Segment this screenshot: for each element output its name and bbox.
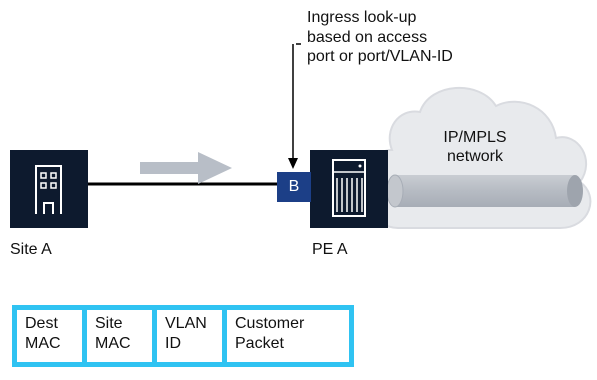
annotation-line-1: Ingress look-up bbox=[307, 9, 417, 26]
cloud-label-line-1: IP/MPLS bbox=[443, 129, 507, 146]
flow-arrow-icon bbox=[140, 152, 232, 184]
ingress-annotation: Ingress look-up based on access port or … bbox=[307, 8, 453, 67]
router-chassis-icon bbox=[310, 150, 388, 228]
port-badge: B bbox=[277, 172, 311, 202]
frame-field-customer-packet: Customer Packet bbox=[235, 315, 305, 352]
annotation-line-2: based on access bbox=[307, 28, 428, 46]
building-icon bbox=[10, 150, 88, 228]
frame-field-vlan-id: VLAN ID bbox=[157, 310, 227, 362]
cloud-label: IP/MPLS network bbox=[430, 128, 520, 166]
pe-a-label: PE A bbox=[312, 241, 348, 258]
frame-field-site-mac: Site MAC bbox=[87, 310, 157, 362]
port-badge-label: B bbox=[288, 178, 300, 195]
site-a-label: Site A bbox=[10, 241, 52, 258]
port-badge-bg bbox=[277, 172, 311, 202]
pseudowire-tunnel bbox=[386, 174, 583, 208]
annotation-line-3: port or port/VLAN-ID bbox=[307, 48, 453, 65]
cloud-label-line-2: network bbox=[446, 148, 504, 165]
ethernet-frame: Dest MAC Site MAC VLAN ID Customer Packe… bbox=[12, 305, 354, 367]
annotation-pointer bbox=[288, 43, 301, 169]
frame-field-dest-mac: Dest MAC bbox=[17, 310, 87, 362]
